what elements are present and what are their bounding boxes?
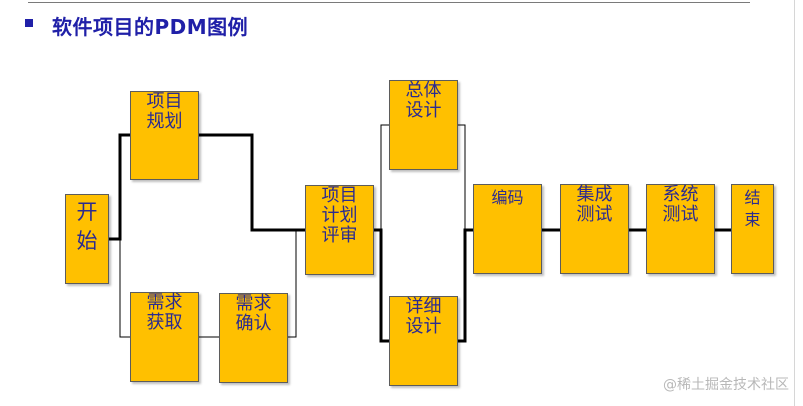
node-start: 开 始 <box>65 194 109 284</box>
node-project-planning: 项目 规划 <box>130 91 199 180</box>
node-system-testing-label: 系统 测试 <box>662 184 699 225</box>
title-bullet <box>25 19 33 27</box>
connector-planning-to-review <box>199 133 305 232</box>
connector-detailed-design-to-coding <box>458 228 473 343</box>
page-title: 软件项目的PDM图例 <box>52 15 249 39</box>
node-end: 结 束 <box>731 184 774 274</box>
node-integration-testing: 集成 测试 <box>560 184 629 274</box>
node-requirements-gathering: 需求 获取 <box>130 292 199 382</box>
node-project-planning-label: 项目 规划 <box>146 91 183 132</box>
node-project-plan-review: 项目 计划 评审 <box>305 185 374 275</box>
header-rule <box>28 2 750 3</box>
node-end-label: 结 束 <box>744 188 761 229</box>
connector-review-to-overall-design <box>380 124 389 230</box>
node-requirements-confirmation: 需求 确认 <box>219 293 288 383</box>
node-detailed-design: 详细 设计 <box>389 296 458 386</box>
right-border <box>794 0 795 406</box>
node-overall-design: 总体 设计 <box>389 80 458 170</box>
node-coding: 编码 <box>473 184 542 274</box>
node-requirements-confirmation-label: 需求 确认 <box>235 293 272 334</box>
connector-start-to-planning <box>109 133 130 241</box>
connector-overall-design-to-coding <box>458 124 466 230</box>
node-requirements-gathering-label: 需求 获取 <box>146 292 183 333</box>
watermark: @稀土掘金技术社区 <box>663 377 789 393</box>
node-integration-testing-label: 集成 测试 <box>576 184 613 225</box>
connector-review-to-detailed-design <box>374 228 389 343</box>
node-coding-label: 编码 <box>491 188 524 207</box>
node-system-testing: 系统 测试 <box>646 184 715 274</box>
connector-confirmation-to-review <box>288 229 305 338</box>
node-project-plan-review-label: 项目 计划 评审 <box>321 185 358 246</box>
node-start-label: 开 始 <box>76 200 98 253</box>
node-overall-design-label: 总体 设计 <box>405 80 442 121</box>
node-detailed-design-label: 详细 设计 <box>405 296 442 337</box>
connector-start-to-gathering <box>119 239 130 338</box>
